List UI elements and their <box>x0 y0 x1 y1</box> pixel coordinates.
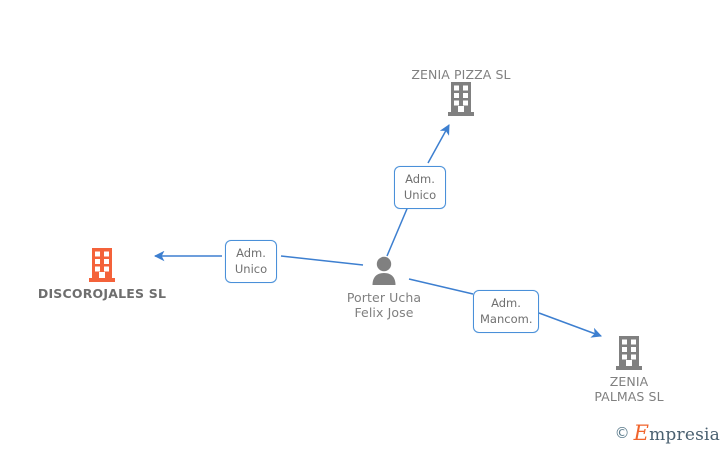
node-label-zenia-palmas: ZENIA PALMAS SL <box>594 374 664 404</box>
node-zenia-palmas[interactable]: ZENIA PALMAS SL <box>559 336 699 404</box>
building-icon <box>448 82 474 116</box>
node-zenia-pizza[interactable]: ZENIA PIZZA SL <box>391 63 531 116</box>
empresia-watermark: © Empresia <box>615 423 720 444</box>
node-label-zenia-pizza: ZENIA PIZZA SL <box>411 67 511 82</box>
copyright-icon: © <box>614 424 630 442</box>
building-icon <box>616 336 642 370</box>
node-discorojales[interactable]: DISCOROJALES SL <box>32 248 172 301</box>
edge-porter-to-zenia-palmas <box>408 278 602 338</box>
person-icon <box>372 256 396 285</box>
node-porter-ucha-felix-jose[interactable]: Porter Ucha Felix Jose <box>314 256 454 320</box>
brand-wordmark: Empresia <box>634 423 720 444</box>
edge-label-adm-mancom-zenia-palmas[interactable]: Adm. Mancom. <box>473 290 539 333</box>
edge-label-adm-unico-discorojales[interactable]: Adm. Unico <box>225 240 277 283</box>
brand-initial: E <box>633 421 650 445</box>
building-icon <box>89 248 115 282</box>
node-label-discorojales: DISCOROJALES SL <box>37 286 167 301</box>
edge-porter-to-discorojales <box>153 250 364 266</box>
brand-rest: mpresia <box>649 425 720 445</box>
edge-label-adm-unico-zenia-pizza[interactable]: Adm. Unico <box>394 166 446 209</box>
node-label-porter-ucha: Porter Ucha Felix Jose <box>346 290 422 320</box>
